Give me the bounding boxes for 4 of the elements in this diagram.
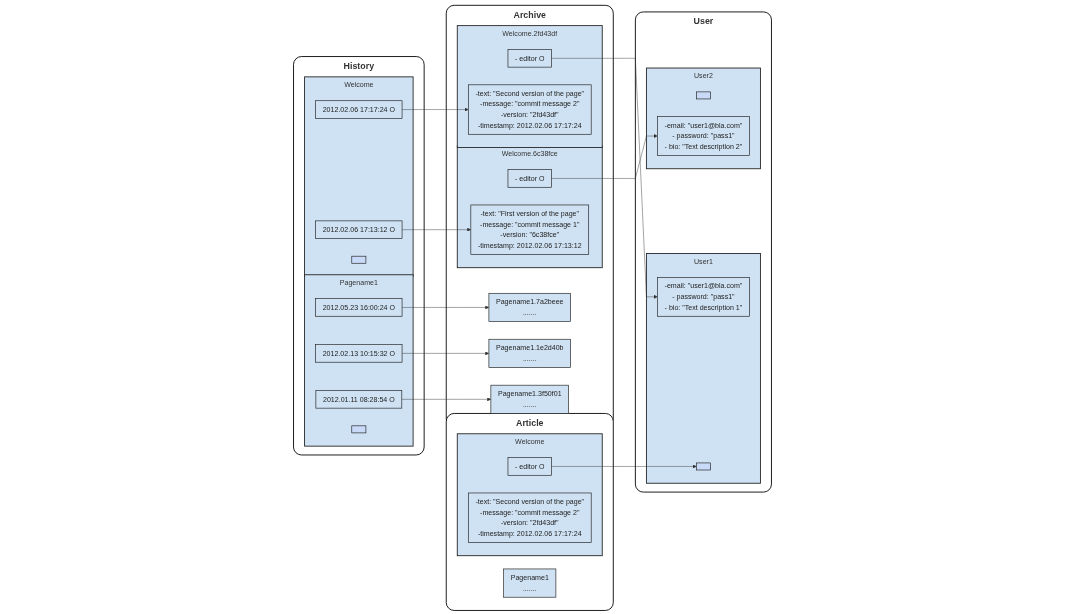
node-box [351,255,367,264]
node-box [696,462,711,471]
node-box [351,425,367,434]
node-box [696,91,711,100]
